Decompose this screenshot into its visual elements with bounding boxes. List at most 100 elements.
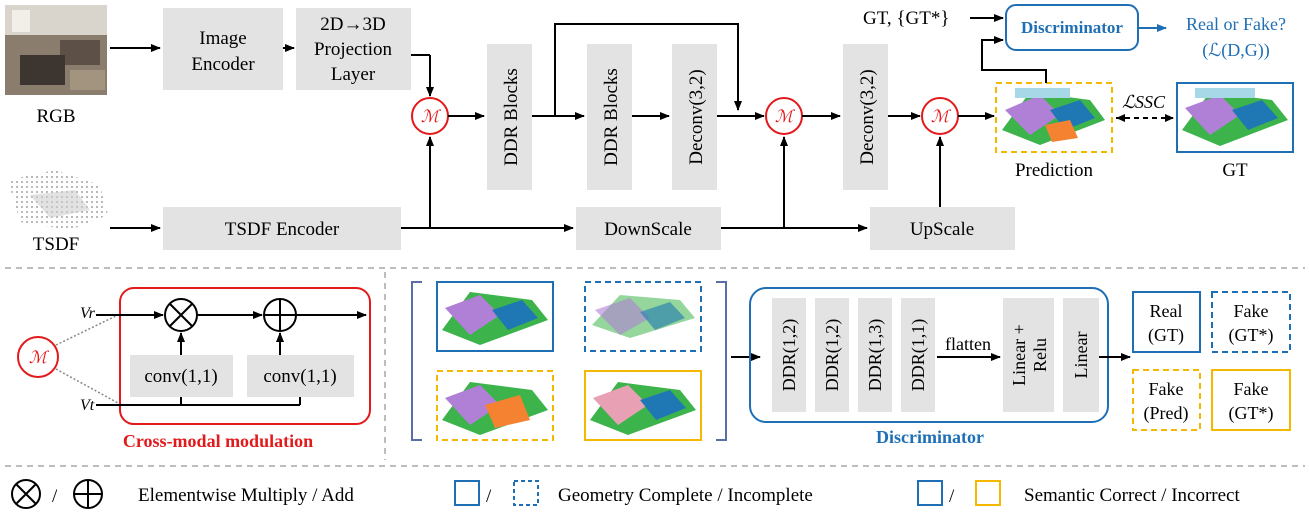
ddr-blocks-2-box <box>587 44 632 190</box>
ddr-layer-3-box <box>858 298 892 412</box>
sample-incomplete-voxels <box>592 295 695 338</box>
sample-incorrect-voxels <box>590 382 696 435</box>
gt-label: GT <box>1222 160 1248 181</box>
prediction-voxels <box>1002 88 1105 145</box>
legend-multiply-stroke-b <box>15 483 37 505</box>
discriminator-detail-title: Discriminator <box>876 427 984 447</box>
tsdf-encoder-box <box>163 207 401 250</box>
output-fake-incomplete-line2: (GT*) <box>1229 325 1274 346</box>
modulation-legend-node <box>17 336 59 378</box>
sample-pred-frame <box>436 370 554 441</box>
projection-line1: 2D→3D <box>320 14 385 35</box>
discriminator-frame <box>749 287 1109 423</box>
sample-gt-voxels <box>442 292 548 345</box>
image-encoder-line2: Encoder <box>191 54 255 75</box>
output-real-gt-box <box>1132 291 1201 353</box>
upscale-label: UpScale <box>910 219 974 240</box>
downscale-box <box>576 207 721 250</box>
ssc-arrowhead-right <box>1165 114 1174 122</box>
legend-geometry-complete-swatch <box>454 480 480 506</box>
legend-geometry-incomplete-swatch <box>513 480 539 506</box>
downscale-label: DownScale <box>604 219 692 240</box>
output-fake-pred-box <box>1132 369 1201 431</box>
mod-symbol-legend: ℳ <box>29 348 50 367</box>
mod-symbol-3: ℳ <box>931 107 952 126</box>
image-encoder-line1: Image <box>199 28 246 49</box>
legend-slash-2: / <box>486 486 492 507</box>
output-fake-pred-line2: (Pred) <box>1144 403 1189 424</box>
mod-symbol-2: ℳ <box>775 107 796 126</box>
deconv-1-label: Deconv(3,2) <box>686 69 707 165</box>
prediction-label: Prediction <box>1015 160 1094 181</box>
tsdf-label: TSDF <box>33 234 79 255</box>
rgb-label: RGB <box>36 106 75 127</box>
mod-symbol-1: ℳ <box>421 107 442 126</box>
cross-modal-title: Cross-modal modulation <box>123 431 313 451</box>
ssc-arrowhead-left <box>1116 114 1125 122</box>
linear-relu-label-2: Relu <box>1030 338 1050 372</box>
projection-line2: Projection <box>314 39 393 60</box>
output-fake-incomplete-box <box>1211 291 1291 353</box>
output-fake-pred-line1: Fake <box>1149 379 1184 399</box>
ddr-blocks-2-label: DDR Blocks <box>601 68 622 166</box>
sample-incorrect-frame <box>584 370 702 441</box>
tsdf-encoder-label: TSDF Encoder <box>225 219 340 240</box>
ddr-layer-4-box <box>901 298 935 412</box>
legend-semantic-incorrect-swatch <box>975 480 1001 506</box>
bracket-right <box>716 281 727 441</box>
linear-label: Linear <box>1071 332 1091 379</box>
ddr-blocks-1-label: DDR Blocks <box>501 68 522 166</box>
projection-line3: Layer <box>331 64 376 85</box>
ddr-layer-2-box <box>815 298 849 412</box>
output-fake-incomplete-line1: Fake <box>1234 301 1269 321</box>
deconv-1-box <box>672 44 717 190</box>
gt-input-label: GT, {GT*} <box>863 8 949 29</box>
prediction-frame <box>995 82 1113 153</box>
conv-label-1: conv(1,1) <box>144 366 217 387</box>
image-encoder-box <box>163 8 283 90</box>
conv-box-2 <box>247 355 354 397</box>
discriminator-top-label: Discriminator <box>1021 18 1123 37</box>
rgb-image <box>5 5 107 95</box>
arrow-pred-disc <box>981 36 1047 83</box>
deconv-2-label: Deconv(3,2) <box>857 69 878 165</box>
sample-incomplete-frame <box>584 281 702 352</box>
output-fake-incorrect-line2: (GT*) <box>1229 403 1274 424</box>
legend-semantic-correct-swatch <box>917 480 943 506</box>
ssc-loss-label: ℒSSC <box>1122 92 1166 112</box>
gt-frame <box>1176 82 1294 153</box>
vr-dotted-line <box>55 314 119 346</box>
ddr-layer-3-label: DDR(1,3) <box>865 319 886 392</box>
sample-pred-voxels <box>442 382 548 435</box>
skip-connection <box>554 23 742 116</box>
ddr-layer-1-box <box>772 298 806 412</box>
loss-dg-label: (ℒ(D,G)) <box>1202 40 1269 61</box>
ddr-layer-2-label: DDR(1,2) <box>822 319 843 392</box>
conv-label-2: conv(1,1) <box>263 366 336 387</box>
upscale-box <box>870 207 1015 250</box>
linear-box <box>1063 298 1099 412</box>
linear-relu-box <box>1003 298 1054 412</box>
legend-geometry-label: Geometry Complete / Incomplete <box>558 485 813 506</box>
multiply-icon-stroke-b <box>169 303 193 327</box>
legend-mult-add-label: Elementwise Multiply / Add <box>138 485 354 506</box>
cross-modal-frame <box>119 287 371 425</box>
legend-slash-3: / <box>949 486 955 507</box>
gt-voxels <box>1182 88 1288 146</box>
tsdf-image <box>8 170 108 230</box>
bracket-left <box>411 281 422 441</box>
deconv-2-box <box>843 44 888 190</box>
ddr-blocks-1-box <box>487 44 532 190</box>
output-real-gt-line2: (GT) <box>1148 325 1184 346</box>
legend-semantic-label: Semantic Correct / Incorrect <box>1024 485 1240 506</box>
sample-gt-frame <box>436 281 554 352</box>
legend-slash-1: / <box>52 486 58 507</box>
output-fake-incorrect-box <box>1211 369 1291 431</box>
ddr-layer-1-label: DDR(1,2) <box>779 319 800 392</box>
vr-label: Vr <box>80 305 96 322</box>
conv-box-1 <box>130 355 233 397</box>
vt-label: Vt <box>80 397 95 414</box>
projection-layer-box <box>296 8 411 90</box>
output-fake-incorrect-line1: Fake <box>1234 379 1269 399</box>
